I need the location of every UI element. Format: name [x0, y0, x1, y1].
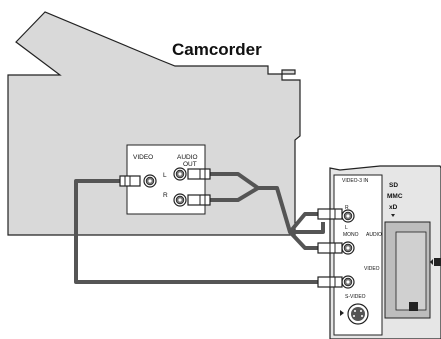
video-cable [74, 179, 318, 284]
panel-audio-right-jack [341, 209, 355, 223]
panel-l-label: L [345, 225, 348, 231]
camcorder-plugs [119, 168, 211, 206]
camcorder-audio-label: AUDIO [177, 154, 198, 161]
panel-r-label: R [345, 205, 349, 211]
slot-marker [434, 258, 441, 266]
panel-video-jack [341, 275, 355, 289]
panel-audio-label: AUDIO [366, 232, 382, 238]
card-slot-indicator [409, 302, 418, 311]
panel-xd-label: xD [389, 204, 398, 211]
camcorder-left-label: L [163, 172, 167, 179]
panel-video-label: VIDEO [364, 266, 380, 272]
panel-input-label: VIDEO-3 IN [342, 178, 369, 184]
camcorder-out-label: OUT [183, 161, 197, 168]
panel-svideo-label: S-VIDEO [345, 294, 366, 300]
camcorder-video-label: VIDEO [133, 154, 153, 161]
panel-audio-left-jack [341, 241, 355, 255]
panel-mmc-label: MMC [387, 193, 403, 200]
audio-left-plug [187, 168, 211, 180]
camcorder-title: Camcorder [172, 40, 262, 59]
cables [74, 172, 325, 284]
panel-sd-label: SD [389, 182, 398, 189]
camcorder-right-label: R [163, 192, 168, 199]
panel-mono-label: MONO [343, 232, 359, 238]
audio-right-branch [288, 212, 318, 234]
camcorder-video-jack [143, 174, 157, 188]
svideo-arrow-icon [340, 310, 344, 316]
audio-right-plug [187, 194, 211, 206]
audio-mono-branch [288, 230, 318, 250]
card-slot-inner [395, 231, 427, 311]
audio-left-cable [210, 172, 325, 234]
svideo-port [347, 303, 369, 325]
arrow-left-icon [430, 259, 433, 265]
camcorder-audio-left-jack [173, 167, 187, 181]
audio-right-cable [210, 186, 260, 202]
device-plugs [317, 208, 343, 288]
eject-icon [391, 214, 395, 217]
camcorder-audio-right-jack [173, 193, 187, 207]
